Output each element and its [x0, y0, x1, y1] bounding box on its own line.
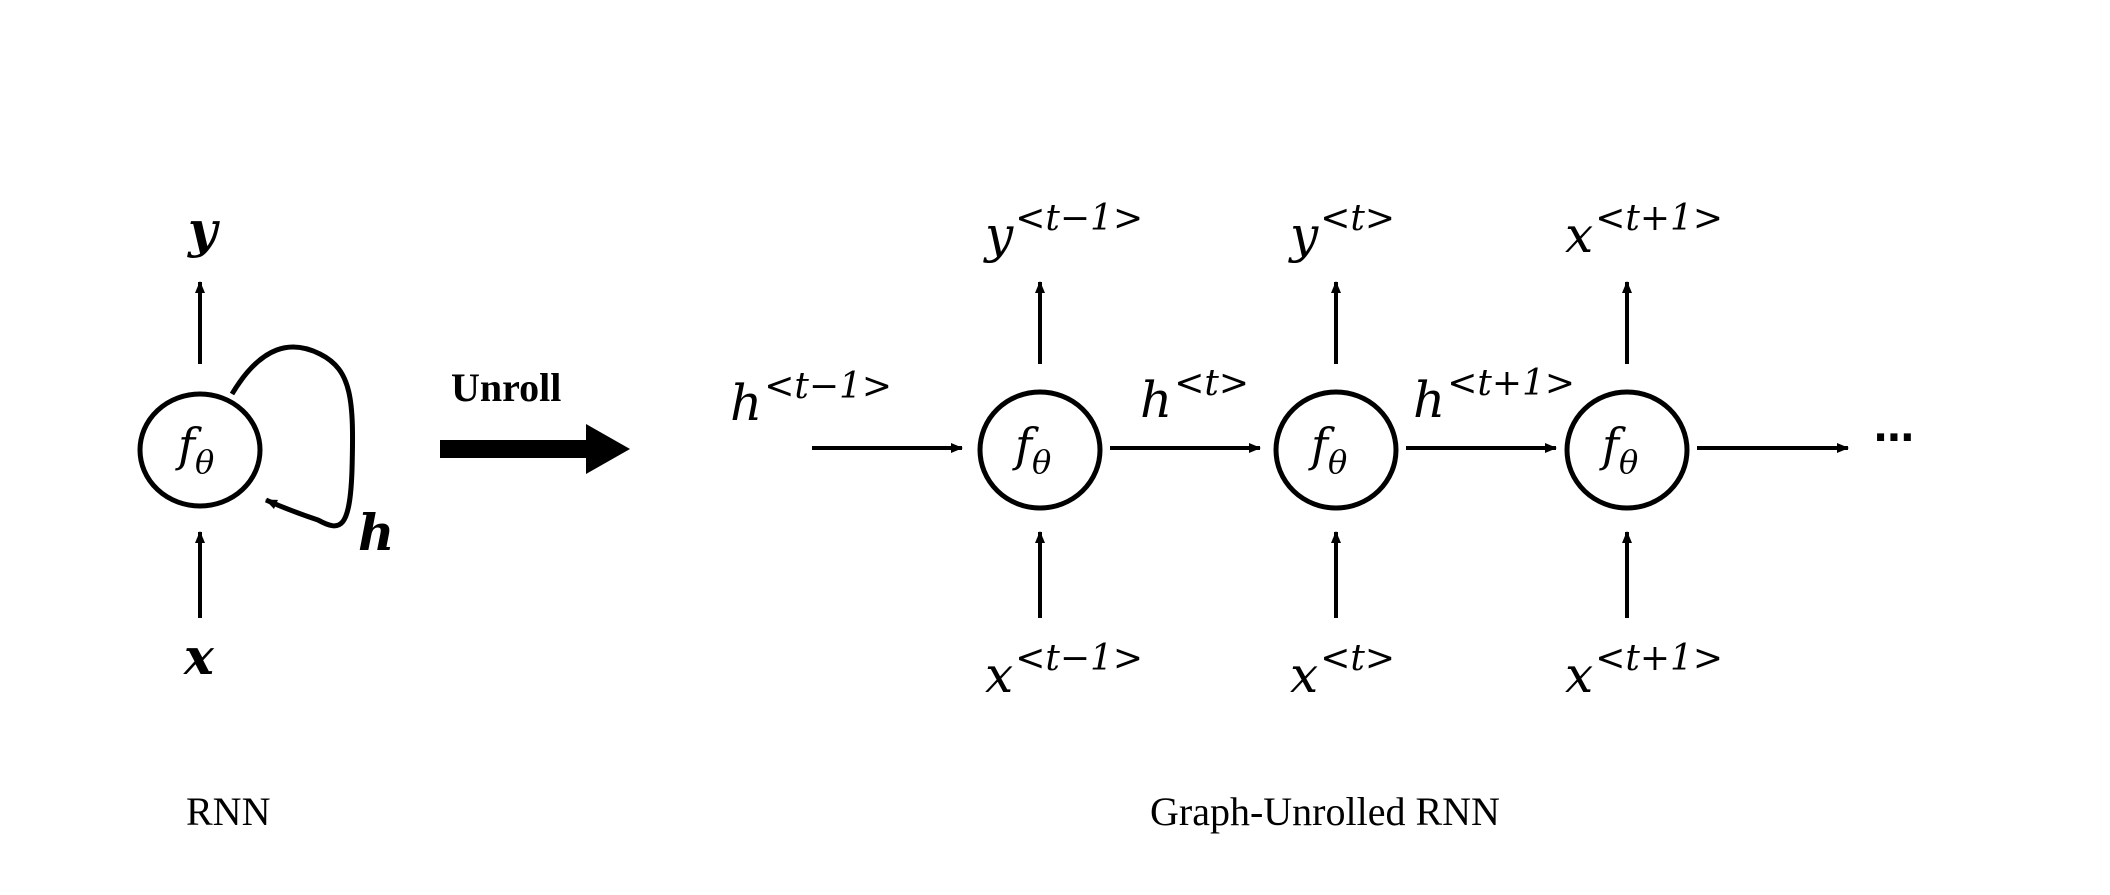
unroll-label: Unroll	[451, 365, 562, 410]
input-label-2: x<t>	[1290, 638, 1395, 704]
output-label-1: y<t−1>	[985, 198, 1144, 264]
hidden-label-t: h<t>	[1140, 363, 1249, 429]
rnn-input-label: x	[184, 627, 214, 686]
output-label-2: y<t>	[1290, 198, 1396, 264]
unrolled-cell-node-2	[1273, 389, 1399, 511]
unrolled-cell-node-1	[977, 389, 1103, 511]
input-label-1: x<t−1>	[985, 638, 1144, 704]
hidden-label-t-plus-1: h<t+1>	[1413, 363, 1576, 429]
rnn-recurrent-loop-arrow	[229, 344, 356, 529]
unrolled-node-label-3: fθ	[1602, 418, 1639, 481]
rnn-cell-node	[137, 391, 263, 509]
output-label-3: x<t+1>	[1565, 198, 1724, 264]
unrolled-node-label-1: fθ	[1015, 418, 1052, 481]
unrolled-cell-node-3	[1564, 389, 1690, 511]
rnn-caption: RNN	[186, 789, 271, 834]
unrolled-node-label-2: fθ	[1311, 418, 1348, 481]
initial-hidden-label: h<t−1>	[730, 366, 893, 432]
unroll-arrow	[440, 424, 630, 474]
continuation-ellipsis: ⋯	[1874, 416, 1914, 460]
rnn-node-label: fθ	[178, 418, 215, 481]
rnn-loop-label: h	[358, 503, 395, 562]
input-label-3: x<t+1>	[1565, 638, 1724, 704]
unrolled-caption: Graph-Unrolled RNN	[1150, 789, 1500, 834]
rnn-output-label: y	[188, 200, 218, 259]
